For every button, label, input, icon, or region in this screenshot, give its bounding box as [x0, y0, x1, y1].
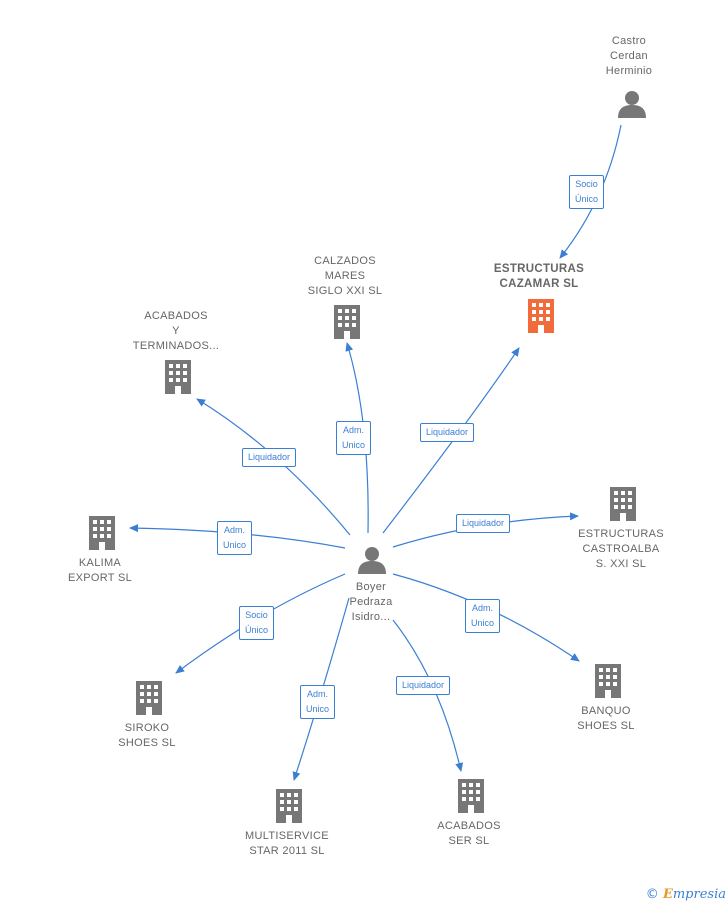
- edge-label-multiservice: Adm. Unico: [300, 685, 336, 719]
- edge-label-calzados: Adm. Unico: [336, 421, 372, 455]
- brand-initial: E: [662, 887, 673, 902]
- company-label-siroko[interactable]: SIROKO SHOES SL: [118, 722, 176, 749]
- building-icon-estructuras-cazamar[interactable]: [528, 299, 554, 333]
- edge-label-siroko: Socio Único: [239, 606, 275, 640]
- company-label-acabados-ser[interactable]: ACABADOS SER SL: [437, 820, 501, 847]
- company-label-calzados-mares[interactable]: CALZADOS MARES SIGLO XXI SL: [307, 255, 383, 297]
- company-label-banquo[interactable]: BANQUO SHOES SL: [577, 705, 635, 732]
- company-label-kalima[interactable]: KALIMA EXPORT SL: [67, 557, 133, 584]
- brand-footer[interactable]: © Empresia: [646, 887, 726, 902]
- building-icon-estructuras-castroalba[interactable]: [610, 487, 636, 521]
- edge-acabados-ser: [392, 619, 464, 772]
- building-icon-calzados-mares[interactable]: [334, 305, 360, 339]
- edge-label-acabados-terminados: Liquidador: [242, 448, 297, 467]
- edge-label-acabados-ser: Liquidador: [396, 676, 451, 695]
- building-icon-banquo[interactable]: [595, 664, 621, 698]
- person-icon-center[interactable]: [358, 547, 386, 574]
- company-label-estructuras-cazamar[interactable]: ESTRUCTURAS CAZAMAR SL: [493, 263, 585, 290]
- company-label-estructuras-castroalba[interactable]: ESTRUCTURAS CASTROALBA S. XXI SL: [578, 528, 664, 570]
- company-label-multiservice[interactable]: MULTISERVICE STAR 2011 SL: [245, 830, 329, 857]
- edge-acabados-terminados: [196, 398, 351, 536]
- company-label-acabados-terminados[interactable]: ACABADOS Y TERMINADOS...: [132, 310, 220, 352]
- person-label-center[interactable]: Boyer Pedraza Isidro...: [349, 581, 393, 623]
- person-label-top[interactable]: Castro Cerdan Herminio: [605, 35, 653, 77]
- copyright-icon: ©: [645, 887, 659, 902]
- building-icon-siroko[interactable]: [136, 681, 162, 715]
- edge-label-banquo: Adm. Unico: [465, 599, 501, 633]
- building-icon-acabados-terminados[interactable]: [165, 360, 191, 394]
- edge-label-castroalba: Liquidador: [456, 514, 511, 533]
- person-icon-top[interactable]: [618, 91, 646, 118]
- building-icon-multiservice[interactable]: [276, 789, 302, 823]
- edge-label-kalima: Adm. Unico: [217, 521, 253, 555]
- building-icon-acabados-ser[interactable]: [458, 779, 484, 813]
- brand-name: mpresia: [672, 887, 726, 902]
- edge-label-socio-top: Socio Único: [569, 175, 605, 209]
- building-icon-kalima[interactable]: [89, 516, 115, 550]
- edge-label-cazamar: Liquidador: [420, 423, 475, 442]
